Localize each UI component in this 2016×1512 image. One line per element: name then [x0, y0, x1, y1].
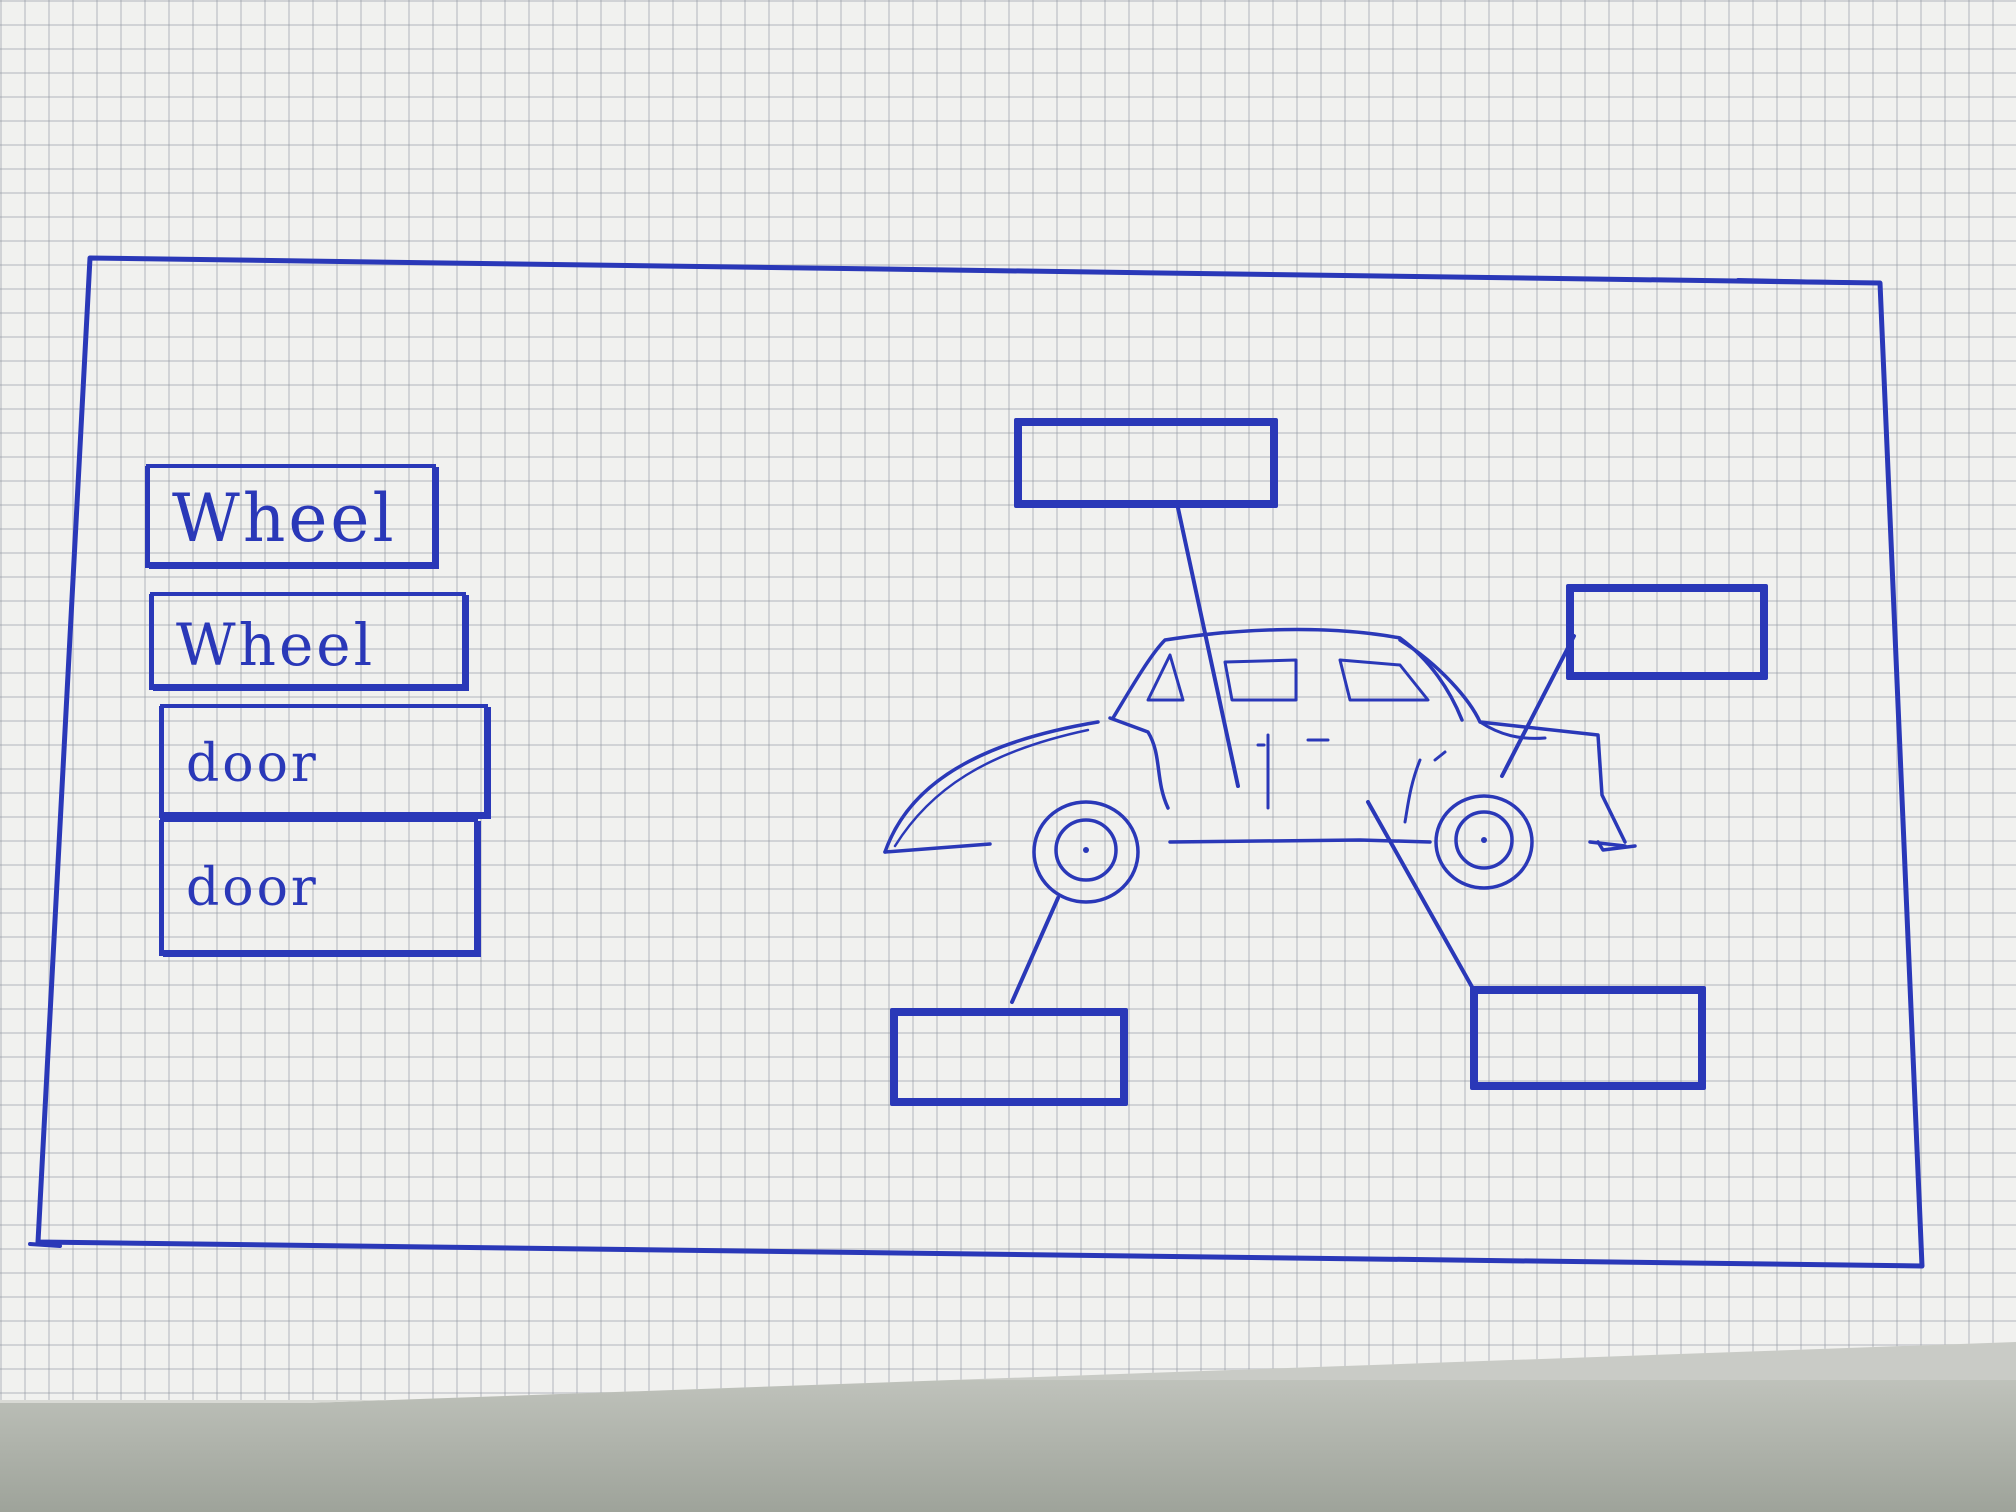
leader-line-top [1176, 506, 1240, 788]
list-item-label: Wheel [172, 480, 397, 557]
list-item-label: door [186, 734, 319, 794]
list-item-wheel-2[interactable]: Wheel [150, 592, 466, 688]
window-frame [35, 255, 1925, 1269]
list-item-label: Wheel [176, 611, 376, 679]
callout-box-bottom-right[interactable] [1470, 986, 1706, 1090]
graph-paper [0, 0, 2016, 1403]
list-item-door-2[interactable]: door [160, 818, 478, 954]
leader-line-bottom-right [1366, 800, 1478, 996]
car-icon [883, 627, 1637, 904]
leader-line-right [1500, 634, 1576, 778]
list-item-wheel-1[interactable]: Wheel [146, 464, 436, 566]
leader-line-bottom-left [1010, 896, 1060, 1004]
callout-box-right[interactable] [1566, 584, 1768, 680]
list-item-label: door [186, 858, 319, 918]
list-item-door-1[interactable]: door [160, 704, 488, 816]
callout-box-bottom-left[interactable] [890, 1008, 1128, 1106]
callout-box-top[interactable] [1014, 418, 1278, 508]
